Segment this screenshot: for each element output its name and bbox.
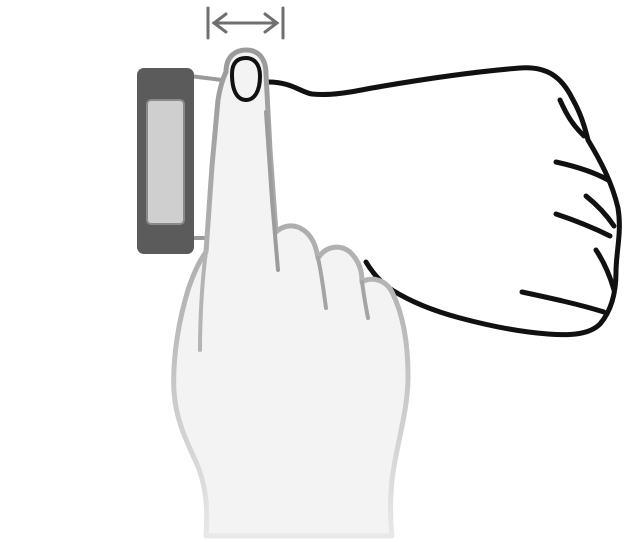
- finger-crease-3: [586, 196, 614, 226]
- finger-crease-5: [596, 250, 614, 290]
- hand-shape: [174, 50, 408, 536]
- finger-crease-4: [522, 292, 604, 312]
- fitness-band: [137, 68, 194, 254]
- measuring-hand: [174, 50, 408, 536]
- wrist-top-line: [190, 76, 222, 80]
- band-screen: [147, 100, 184, 224]
- measurement-arrow: [208, 8, 283, 38]
- finger-crease-2: [556, 214, 610, 236]
